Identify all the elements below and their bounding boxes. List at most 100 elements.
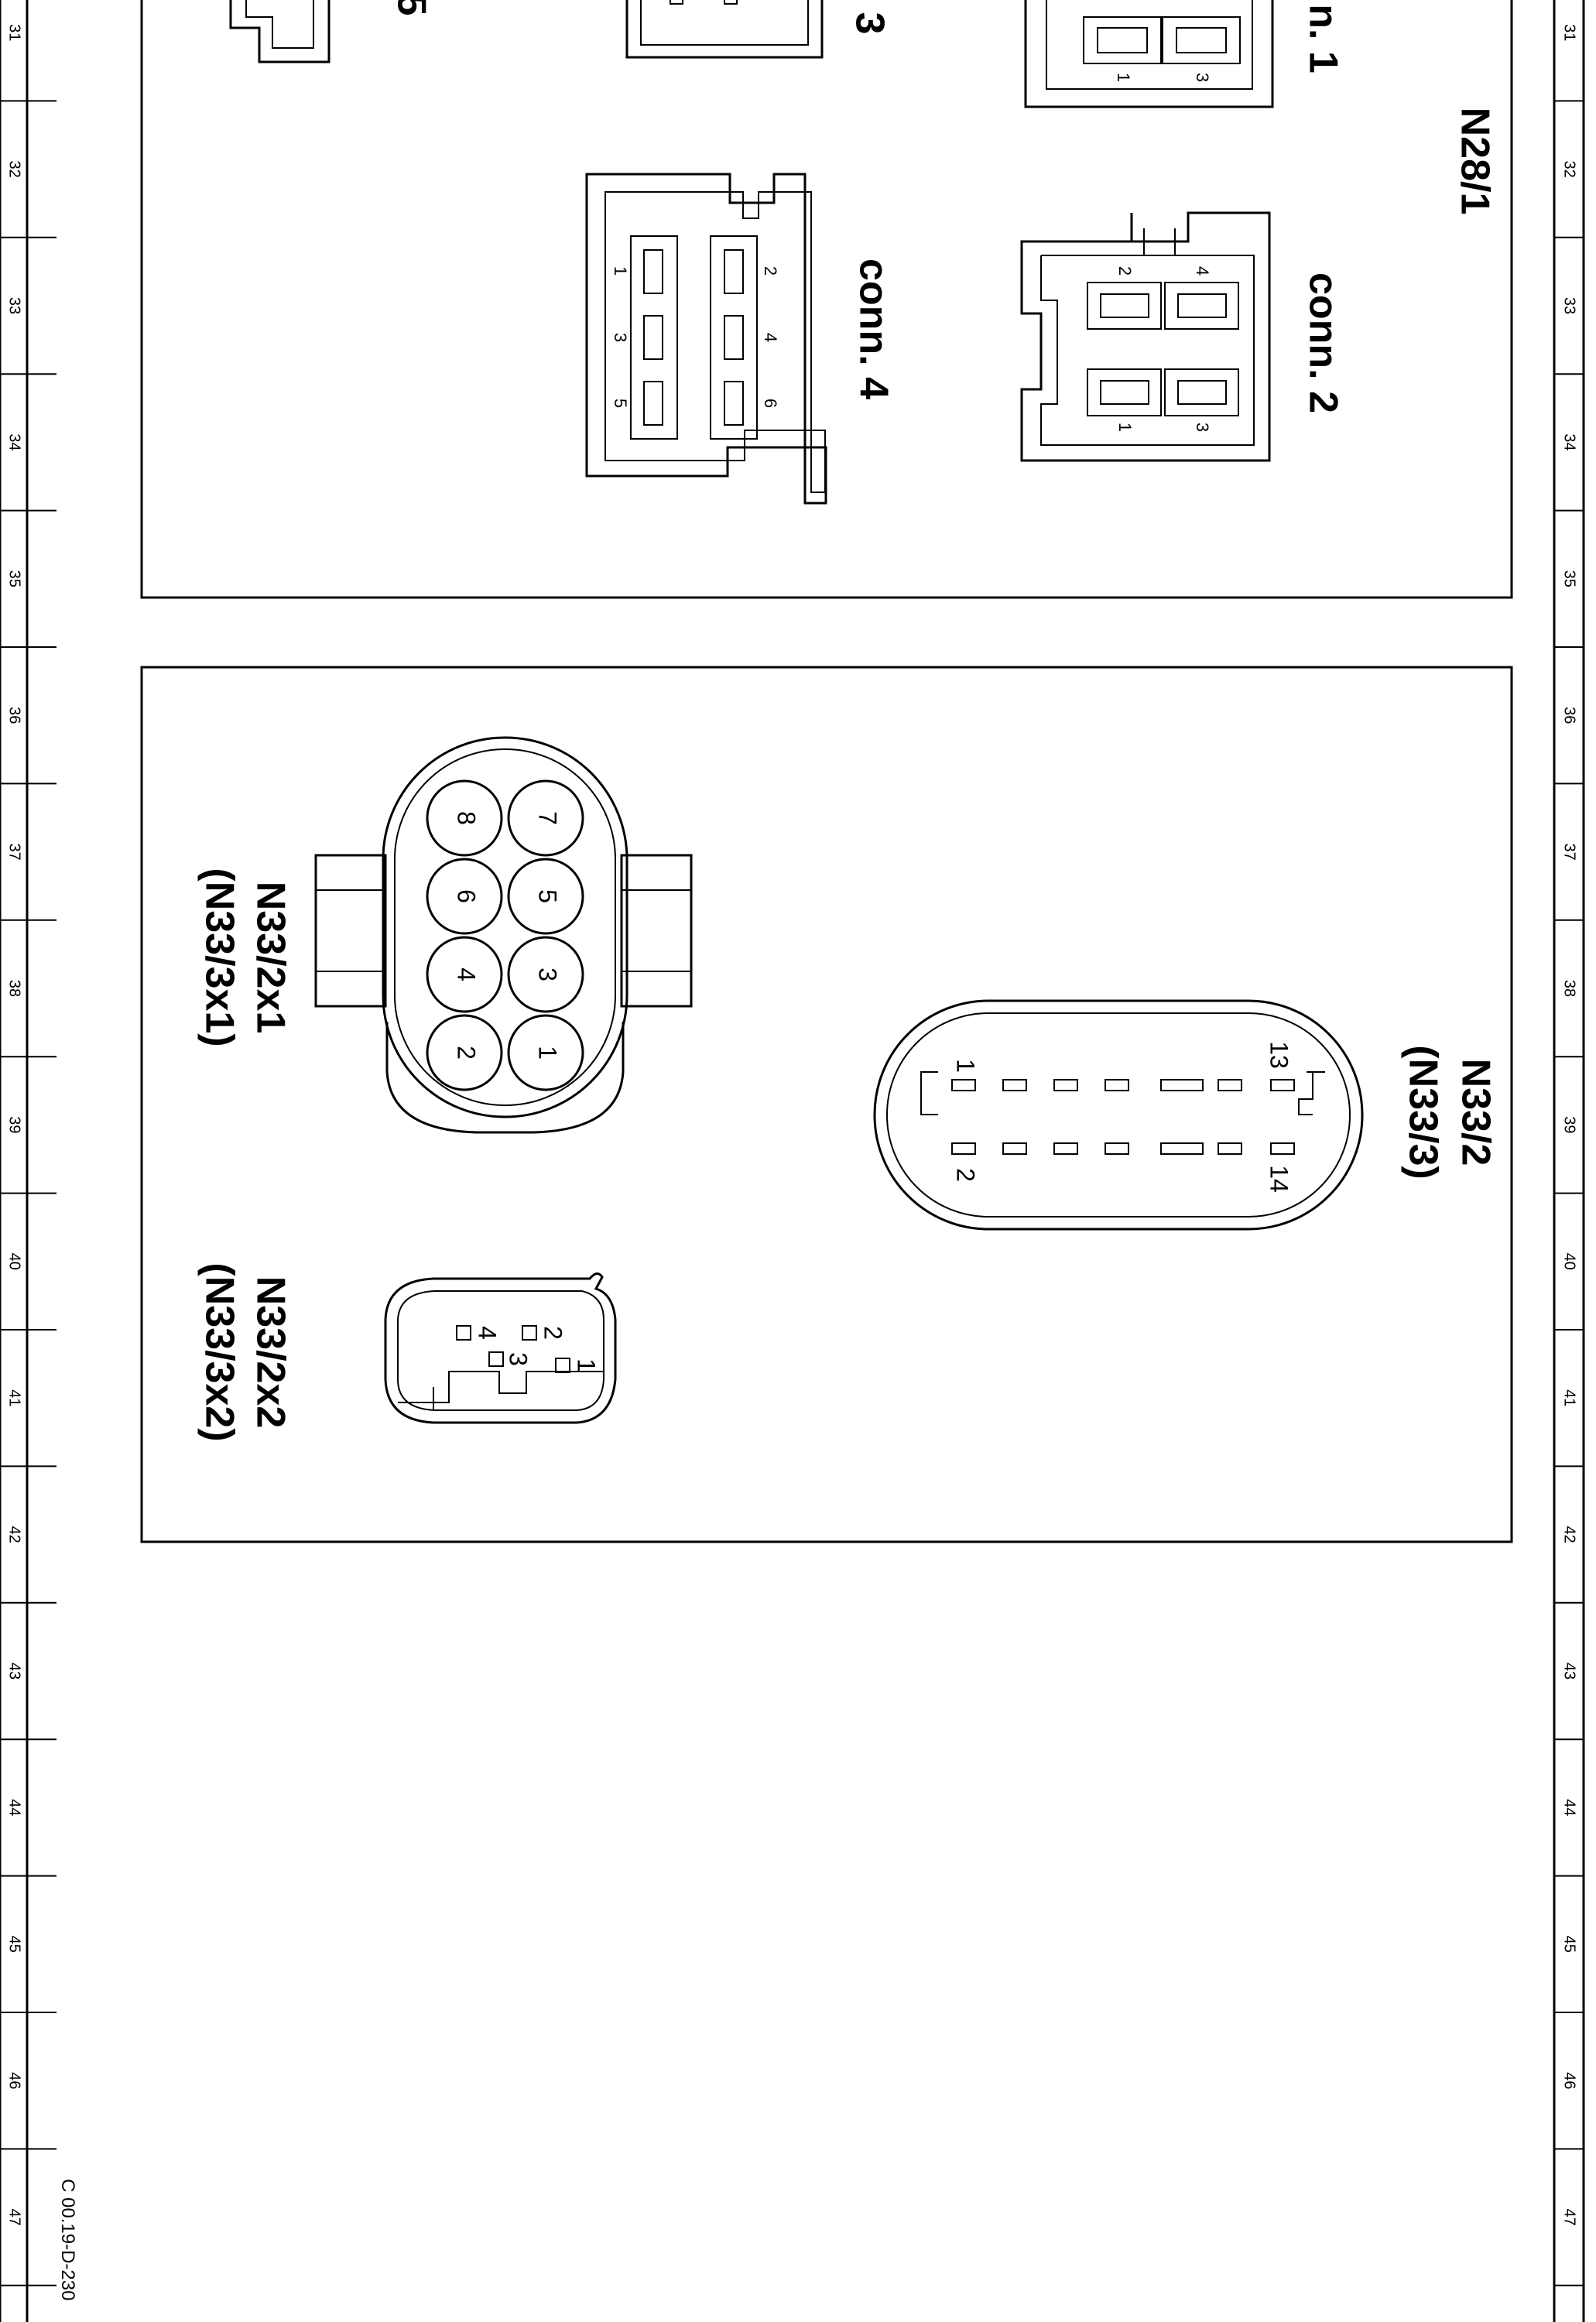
- pin-slot: [951, 1142, 976, 1155]
- conn8-pin-label: 7: [534, 811, 562, 825]
- conn-2-label: conn. 2: [1300, 272, 1345, 413]
- conn4-pin-1: 1: [611, 266, 630, 276]
- pin-slot: [1218, 1079, 1242, 1091]
- conn8-pin-label: 2: [453, 1046, 481, 1060]
- reference-code: C 00.19-D-230: [57, 2179, 78, 2300]
- pin-slot: [1053, 1079, 1078, 1091]
- ruler-tick-label: 31: [1561, 24, 1578, 41]
- pin-socket: [426, 936, 503, 1013]
- conn-1-partial: 1 3: [1024, 0, 1274, 108]
- panel-top: 5 3 1 3 n. 1 N28/1: [140, 0, 1513, 599]
- ruler-tick-label: 44: [1561, 1799, 1578, 1816]
- pin-slot: [1002, 1079, 1027, 1091]
- conn2-pin-1: 1: [1115, 423, 1135, 432]
- pin-slot: [1218, 1142, 1242, 1155]
- ruler-tick-label: 40: [6, 1253, 23, 1270]
- conn4-pin-4: 4: [761, 333, 780, 342]
- pin-slot: [1053, 1142, 1078, 1155]
- conn-14pin: 13 14 1 2: [873, 999, 1364, 1231]
- pin-slot: [1160, 1079, 1204, 1091]
- conn8-pin-label: 5: [534, 889, 562, 903]
- partial-label-5: 5: [389, 0, 433, 15]
- ruler-tick-label: 36: [6, 707, 23, 724]
- ruler-tick-label: 45: [1561, 1936, 1578, 1953]
- ruler-tick-label: 42: [1561, 1526, 1578, 1543]
- conn-2: 2 4 1 3: [1020, 211, 1271, 462]
- conn4pin-pin-3: 3: [505, 1352, 533, 1366]
- conn-8pin-label-line1: N33/2x1: [248, 882, 293, 1034]
- ruler-tick-label: 35: [6, 570, 23, 587]
- conn-14pin-label-line1: N33/2: [1453, 1059, 1498, 1166]
- ruler-tick-label: 32: [1561, 160, 1578, 177]
- pin-slot: [1105, 1142, 1129, 1155]
- ruler-tick-label: 42: [6, 1526, 23, 1543]
- conn8-pin-label: 1: [534, 1046, 562, 1060]
- conn2-pin-4: 4: [1193, 266, 1212, 276]
- ruler-tick-label: 47: [1561, 2208, 1578, 2225]
- conn2-pin-3: 3: [1193, 423, 1212, 432]
- ruler-tick-label: 37: [1561, 843, 1578, 860]
- pin-slot: [1160, 1142, 1204, 1155]
- ruler-tick-label: 41: [6, 1389, 23, 1406]
- partial-connector-left: [229, 0, 331, 63]
- conn14-pin-2: 2: [952, 1168, 980, 1182]
- conn-4pin-label-line2: (N33/3x2): [197, 1262, 241, 1441]
- conn-4-label: conn. 4: [851, 259, 896, 399]
- pin-slot: [1105, 1079, 1129, 1091]
- pin-socket: [507, 858, 584, 935]
- pin-socket: [426, 858, 503, 935]
- ruler-tick-label: 37: [6, 843, 23, 860]
- conn8-pin-label: 8: [453, 811, 481, 825]
- ruler-tick-label: 46: [6, 2072, 23, 2089]
- pin-socket: [426, 779, 503, 857]
- ruler-tick-label: 47: [6, 2208, 23, 2225]
- partial-label-3: 3: [847, 12, 892, 35]
- conn-8pin-label-line2: (N33/3x1): [197, 868, 241, 1046]
- pin-socket: [426, 1014, 503, 1091]
- conn14-pin-14: 14: [1265, 1165, 1293, 1193]
- ruler-tick-label: 31: [6, 24, 23, 41]
- pin-socket: [507, 936, 584, 1013]
- panel-top-title: N28/1: [1452, 108, 1497, 215]
- ruler-tick-label: 38: [1561, 980, 1578, 997]
- conn14-pin-1: 1: [952, 1059, 980, 1073]
- ruler-tick-label: 39: [1561, 1116, 1578, 1133]
- conn14-pin-13: 13: [1265, 1041, 1293, 1069]
- ruler-tick-label: 41: [1561, 1389, 1578, 1406]
- ruler-tick-label: 34: [1561, 433, 1578, 450]
- pin-socket: [507, 1014, 584, 1091]
- ruler-tick-label: 43: [1561, 1663, 1578, 1680]
- conn-4: 1 3 5 2 4 6: [585, 173, 827, 505]
- ruler-tick-label: 44: [6, 1799, 23, 1816]
- conn8-pin-label: 4: [453, 968, 481, 981]
- ruler-tick-label: 38: [6, 980, 23, 997]
- pin-socket: [507, 779, 584, 857]
- ruler-tick-label: 39: [6, 1116, 23, 1133]
- ruler-tick-label: 33: [1561, 297, 1578, 314]
- ruler-tick-label: 43: [6, 1663, 23, 1680]
- pin-slot: [1002, 1142, 1027, 1155]
- conn4-pin-2: 2: [761, 266, 780, 276]
- conn4pin-pin-2: 2: [539, 1326, 567, 1340]
- pin-slot: [1270, 1142, 1295, 1155]
- conn4-pin-5: 5: [611, 399, 630, 408]
- conn-4pin: 2 4 3 1: [384, 1272, 617, 1424]
- partial-label-conn-1: n. 1: [1300, 4, 1345, 74]
- ruler-tick-label: 33: [6, 297, 23, 314]
- panel-bottom: 7 5 3 1 8 6 4 2 N33/2x1 (N33/3x1) 13 14 1 2 N33…: [140, 666, 1513, 1543]
- ruler-tick-label: 45: [6, 1936, 23, 1953]
- conn2-pin-2: 2: [1115, 266, 1135, 276]
- conn4-pin-3: 3: [611, 333, 630, 342]
- ruler-tick-label: 40: [1561, 1253, 1578, 1270]
- ruler-tick-label: 34: [6, 433, 23, 450]
- conn8-pin-label: 6: [453, 889, 481, 903]
- conn4-pin-6: 6: [761, 399, 780, 408]
- conn-4pin-label-line1: N33/2x2: [248, 1276, 293, 1429]
- conn-14pin-label-line2: (N33/3): [1400, 1045, 1445, 1179]
- pin-slot: [1270, 1079, 1295, 1091]
- ruler-tick-label: 46: [1561, 2072, 1578, 2089]
- ruler-tick-label: 35: [1561, 570, 1578, 587]
